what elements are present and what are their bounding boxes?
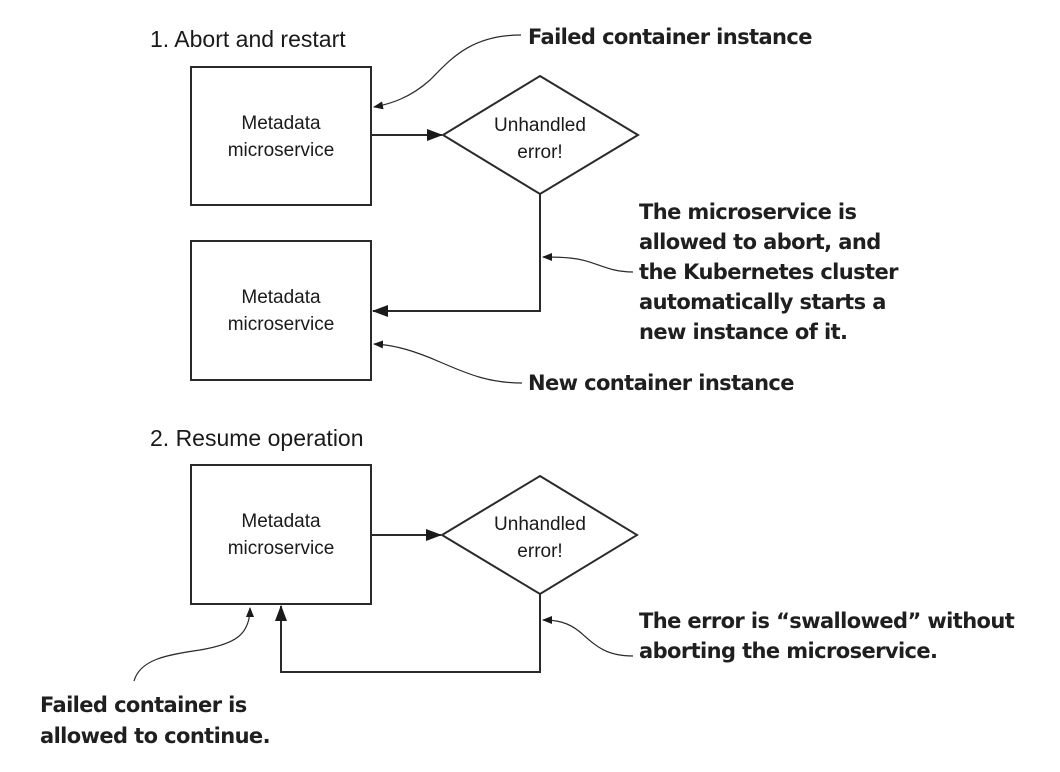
section-title: 2. Resume operation <box>150 425 364 451</box>
callout-text-line2: aborting the microservice. <box>639 639 937 663</box>
callout-text-line4: automatically starts a <box>639 290 886 314</box>
callout-text-line5: new instance of it. <box>639 320 847 344</box>
section-resume-operation: 2. Resume operation Metadata microservic… <box>40 425 1015 748</box>
callout-text-line2: allowed to continue. <box>40 724 270 748</box>
microservice-box <box>190 464 372 605</box>
leader-line <box>542 253 634 273</box>
decision-label-line1: Unhandled <box>494 115 586 136</box>
node-label-line1: Metadata <box>241 287 321 308</box>
unhandled-error-decision: Unhandled error! <box>441 74 640 196</box>
decision-label-line1: Unhandled <box>494 514 586 535</box>
section-title: 1. Abort and restart <box>150 26 346 52</box>
callout-failed-container-continues: Failed container is allowed to continue. <box>40 607 271 748</box>
callout-text-line3: the Kubernetes cluster <box>639 260 899 284</box>
callout-text-line1: Failed container is <box>40 693 247 717</box>
node-label-line1: Metadata <box>241 511 321 532</box>
callout-new-container-instance: New container instance <box>373 340 795 395</box>
resumed-microservice-node: Metadata microservice <box>190 464 372 605</box>
callout-text-line2: allowed to abort, and <box>639 230 881 254</box>
decision-label-line2: error! <box>517 142 562 163</box>
node-label-line2: microservice <box>228 314 335 335</box>
leader-line <box>373 34 522 110</box>
decision-diamond <box>440 474 639 596</box>
callout-text-line1: The error is “swallowed” without <box>639 609 1015 633</box>
unhandled-error-decision: Unhandled error! <box>440 474 639 596</box>
callout-text: Failed container instance <box>528 25 812 49</box>
section-abort-and-restart: 1. Abort and restart Metadata microservi… <box>150 25 900 395</box>
node-label-line2: microservice <box>228 538 335 559</box>
node-label-line2: microservice <box>228 140 335 161</box>
leader-line <box>542 616 634 657</box>
leader-line <box>373 340 523 384</box>
microservice-box <box>190 240 372 381</box>
edge-error-back-to-service <box>275 594 541 673</box>
callout-failed-container-instance: Failed container instance <box>373 25 813 110</box>
decision-label-line2: error! <box>517 541 562 562</box>
callout-text: New container instance <box>528 371 794 395</box>
microservice-box <box>190 66 372 206</box>
new-microservice-node: Metadata microservice <box>190 240 372 381</box>
callout-abort-explanation: The microservice is allowed to abort, an… <box>542 200 900 344</box>
node-label-line1: Metadata <box>241 113 321 134</box>
edge-error-to-new-instance <box>372 194 541 317</box>
leader-line <box>133 607 254 682</box>
callout-error-swallowed: The error is “swallowed” without abortin… <box>542 609 1015 663</box>
callout-text-line1: The microservice is <box>639 200 857 224</box>
failed-microservice-node: Metadata microservice <box>190 66 372 206</box>
